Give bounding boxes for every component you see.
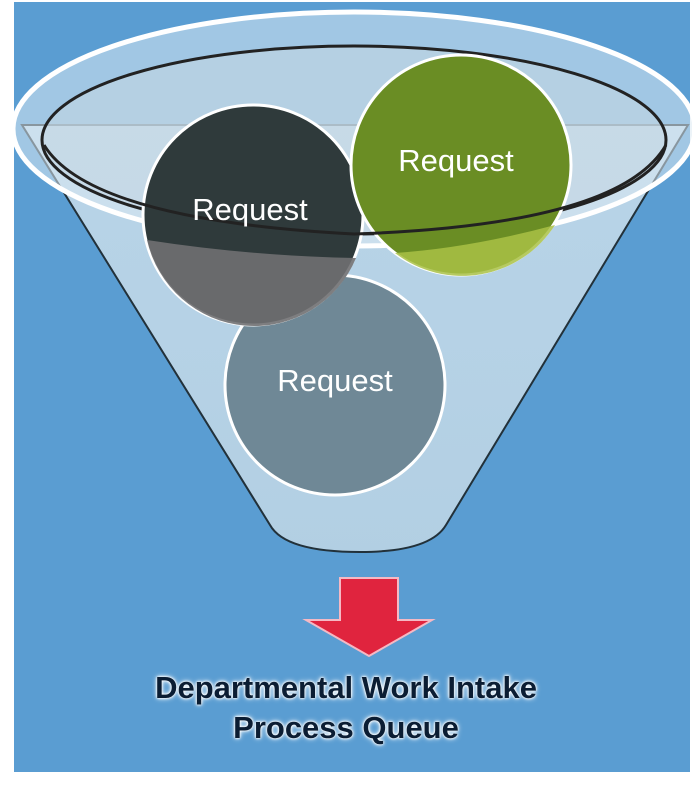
request-circle-left-lower [147,240,356,326]
funnel-front-rim-line [42,144,668,236]
request-label-left: Request [192,192,308,227]
caption-line-1: Departmental Work Intake [155,670,537,705]
request-circle-right-lower [395,225,555,276]
queue-caption: Departmental Work Intake Process Queue [0,668,692,748]
down-arrow-icon [302,577,436,658]
caption-line-2: Process Queue [233,710,459,745]
request-label-bottom: Request [277,363,393,398]
request-label-right: Request [398,143,514,178]
